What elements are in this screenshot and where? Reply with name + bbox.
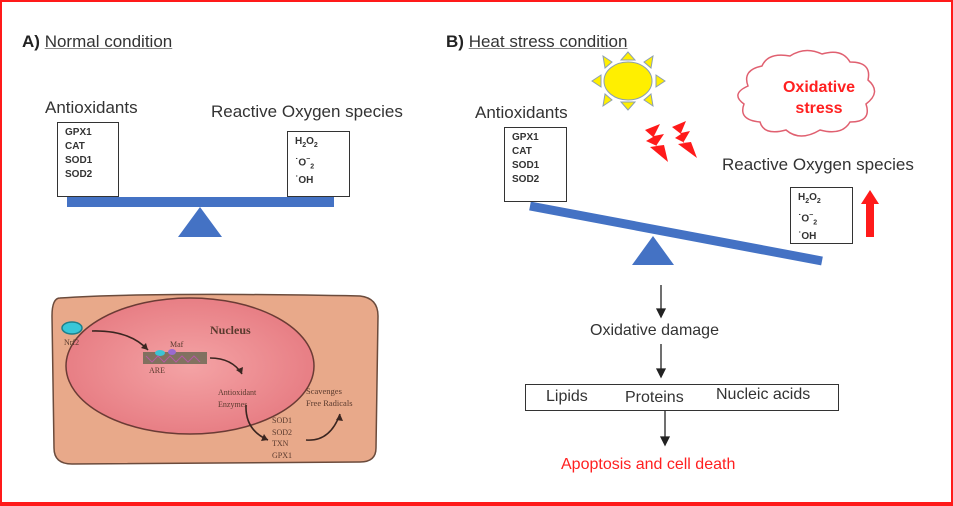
enzyme-list: SOD1 SOD2 TXN GPX1 xyxy=(272,415,292,461)
panel-a-antioxidants-label: Antioxidants xyxy=(45,98,138,117)
oxidative-stress-label: Oxidative stress xyxy=(782,79,856,117)
flow-arrows xyxy=(655,285,671,447)
ros-increase-arrow xyxy=(861,190,879,237)
target-lipids: Lipids xyxy=(546,388,588,405)
oxidative-damage-label: Oxidative damage xyxy=(590,322,719,339)
panel-a-balance-fulcrum xyxy=(178,207,222,237)
panel-b-balance-beam xyxy=(529,201,823,266)
antioxidant-item: SOD1 xyxy=(512,160,540,171)
target-proteins: Proteins xyxy=(625,389,684,406)
enzymes-label: Antioxidant Enzymes xyxy=(218,388,257,409)
panel-a-ros-label: Reactive Oxygen species xyxy=(211,102,403,121)
panel-b-antioxidants-box: GPX1 CAT SOD1 SOD2 xyxy=(504,127,567,202)
nucleus xyxy=(65,297,315,435)
are-arrow-head xyxy=(236,367,243,374)
are-dna xyxy=(143,349,207,364)
panel-b-title: B) Heat stress condition xyxy=(446,32,627,52)
damage-targets-box: Lipids Proteins Nucleic acids xyxy=(525,384,839,411)
enzyme-item: SOD2 xyxy=(272,427,293,437)
oxidative-stress-cloud xyxy=(737,49,876,137)
panel-a-title-text: Normal condition xyxy=(44,32,173,51)
panel-a-letter: A) xyxy=(22,32,40,51)
enzymes-arrow-head xyxy=(261,434,268,441)
ros-item-superoxide: ˙O−2 xyxy=(798,212,818,227)
ros-item-h2o2: H2O2 xyxy=(295,136,318,149)
ros-item-hydroxyl: ˙OH xyxy=(295,175,314,187)
panel-a-title: A) Normal condition xyxy=(22,32,172,52)
panel-b-antioxidants-label: Antioxidants xyxy=(475,103,568,122)
panel-b-ros-label: Reactive Oxygen species xyxy=(722,155,914,174)
antioxidant-item: SOD2 xyxy=(65,169,93,180)
antioxidant-item: GPX1 xyxy=(65,127,92,138)
panel-b-title-text: Heat stress condition xyxy=(468,32,628,51)
nrf2-protein xyxy=(61,321,83,335)
antioxidant-item: SOD1 xyxy=(65,155,93,166)
antioxidant-item: SOD2 xyxy=(512,174,540,185)
panel-b-balance-fulcrum xyxy=(632,236,674,265)
antioxidant-item: CAT xyxy=(512,146,532,157)
panel-a-antioxidants-box: GPX1 CAT SOD1 SOD2 xyxy=(57,122,119,197)
ros-item-superoxide: ˙O−2 xyxy=(295,156,315,171)
are-label: ARE xyxy=(149,366,165,375)
panel-b-ros-box: H2O2 ˙O−2 ˙OH xyxy=(790,187,853,244)
ros-item-h2o2: H2O2 xyxy=(798,192,821,205)
target-nucleic-acids: Nucleic acids xyxy=(716,386,811,403)
antioxidant-item: GPX1 xyxy=(512,132,539,143)
ros-item-hydroxyl: ˙OH xyxy=(798,231,817,243)
scavenge-label: Scavenges Free Radicals xyxy=(306,386,353,408)
enzyme-item: SOD1 xyxy=(272,416,293,425)
maf-label: Maf xyxy=(170,340,184,349)
panel-a-ros-box: H2O2 ˙O−2 ˙OH xyxy=(287,131,350,197)
lightning-icon xyxy=(645,121,697,162)
nrf2-arrow-head xyxy=(141,343,148,350)
enzyme-item: GPX1 xyxy=(272,450,293,460)
nrf2-label: Nrf2 xyxy=(64,338,80,347)
apoptosis-label: Apoptosis and cell death xyxy=(561,456,736,473)
nucleus-label: Nucleus xyxy=(210,323,251,337)
sun-icon xyxy=(591,51,666,111)
enzyme-item: TXN xyxy=(272,439,289,448)
panel-b-letter: B) xyxy=(446,32,464,51)
scavenge-arrow-head xyxy=(336,414,343,421)
panel-a-balance-beam xyxy=(67,197,334,207)
antioxidant-item: CAT xyxy=(65,141,85,152)
